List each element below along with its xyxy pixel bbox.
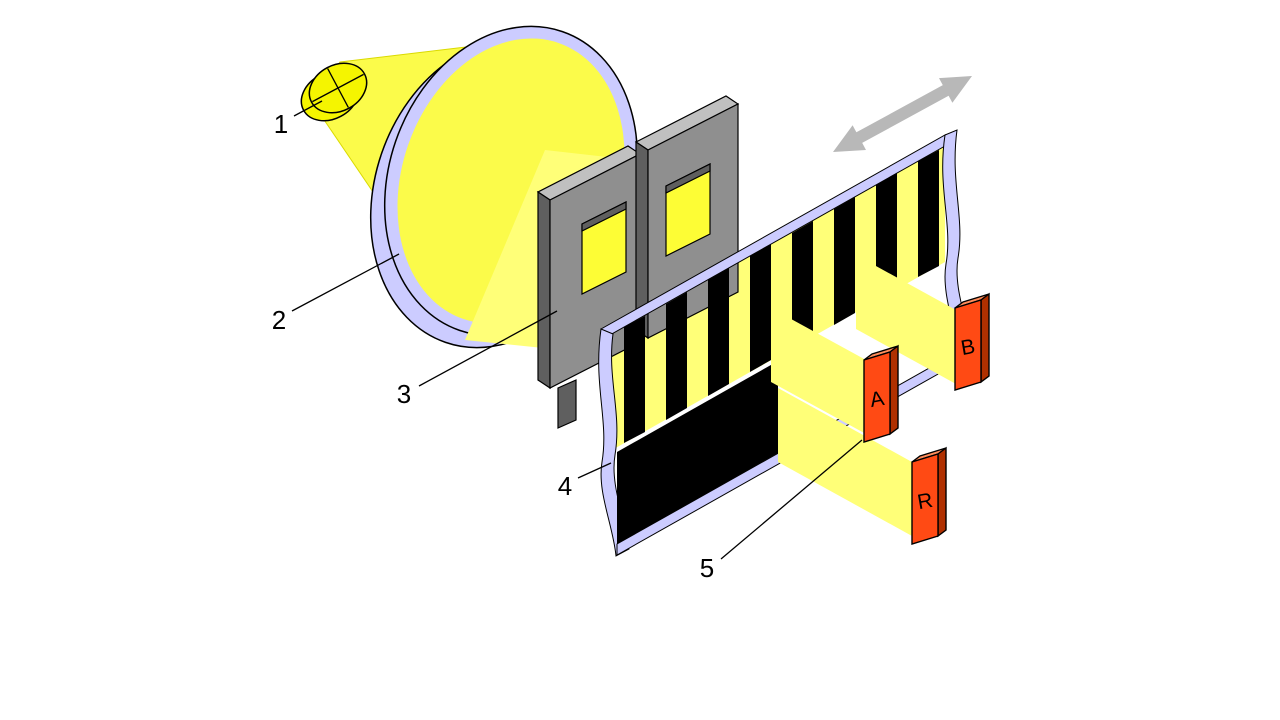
callout-label-3: 3 — [397, 379, 411, 409]
lamp — [300, 62, 368, 122]
scale-stripe — [624, 316, 645, 443]
scale-stripe — [708, 268, 729, 396]
callout-label-5: 5 — [700, 553, 714, 583]
mask-right-window-edge — [665, 163, 711, 194]
detector-r-label: R — [916, 489, 935, 514]
detector-b-label: B — [959, 335, 977, 360]
scale-stripe — [834, 197, 855, 325]
callout-label-2: 2 — [272, 305, 286, 335]
detector-a-side — [889, 344, 899, 436]
callout-line-5 — [720, 439, 863, 560]
callout-line-2 — [291, 253, 400, 312]
mask-left-window-edge — [581, 201, 627, 232]
callout-label-4: 4 — [558, 471, 572, 501]
detector-a: A — [863, 344, 899, 443]
detector-b-side — [980, 292, 990, 384]
beam-through-scale — [612, 146, 945, 450]
scale-stripe — [918, 150, 939, 277]
beam-to-detector-b — [856, 255, 956, 384]
detector-a-front — [863, 351, 891, 443]
scale-reference-track — [617, 361, 778, 544]
beam-to-detector-r — [778, 388, 912, 536]
callout-line-3 — [418, 310, 558, 387]
scale-stripe — [666, 292, 687, 420]
detector-a-label: A — [868, 387, 886, 412]
detector-b: B — [954, 292, 990, 391]
scale-stripe — [750, 244, 771, 372]
callout-line-1 — [293, 100, 323, 117]
detector-b-front — [954, 299, 982, 391]
callout-label-1: 1 — [274, 109, 288, 139]
mask-left-foot — [557, 379, 577, 429]
scale-left-wavy-edge — [598, 328, 630, 557]
scale-stripe — [792, 221, 813, 349]
detector-r-side — [937, 446, 947, 538]
mask-left-plate-side — [537, 190, 551, 390]
callout-line-4 — [577, 462, 612, 479]
lamp-cross-icon — [327, 68, 349, 108]
detector-r: R — [911, 446, 947, 545]
beam-to-detector-a — [771, 308, 866, 434]
motion-arrow-icon — [833, 76, 972, 152]
detector-r-front — [911, 453, 939, 545]
